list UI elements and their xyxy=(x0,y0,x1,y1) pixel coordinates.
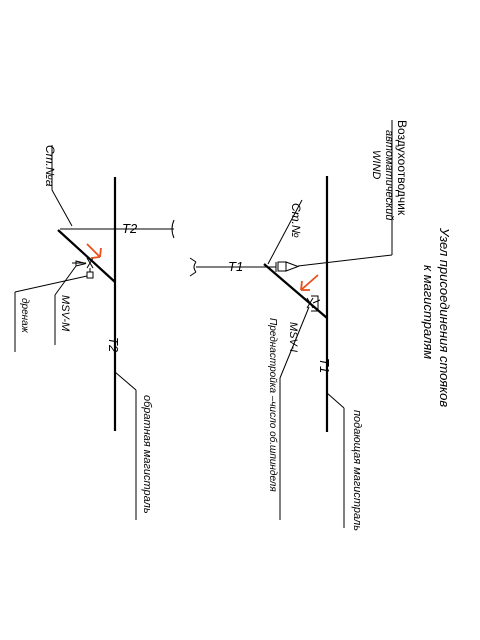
t2-main-label: Т2 xyxy=(106,337,121,353)
supply-main-leader xyxy=(326,392,345,409)
return-main-leader xyxy=(114,371,137,391)
riser-return-leader xyxy=(51,189,73,227)
return-flow-arrow xyxy=(86,243,102,259)
msv-m-valve xyxy=(72,257,94,279)
msv-i-leader xyxy=(279,306,310,379)
t1-branch-label: Т1 xyxy=(228,259,243,274)
return-riser-diagonal xyxy=(57,229,116,283)
supply-riser-diagonal xyxy=(263,263,328,319)
return-main-label: обратная магистраль xyxy=(141,395,153,514)
t2-branch-break-symbol xyxy=(171,219,175,239)
drain-label: дренаж xyxy=(19,298,30,334)
t1-branch-break-bottom xyxy=(189,271,197,277)
riser-supply-leader xyxy=(267,199,303,265)
msv-i-valve xyxy=(306,295,321,312)
riser-supply-label: Ст.№ xyxy=(289,203,303,238)
supply-main-label: подающая магистраль xyxy=(351,410,363,531)
t1-branch-break-symbol xyxy=(193,261,197,273)
air-vent-label-line3: WIND xyxy=(370,150,382,179)
riser-return-label: Ст.№а xyxy=(43,145,57,187)
msv-m-label: MSV-M xyxy=(59,295,71,332)
presetting-note: Преднастройка –число об.шпинделя xyxy=(267,318,279,492)
air-vent-label-line2: автоматический xyxy=(383,130,395,220)
title-line-2: к магистралям xyxy=(421,265,436,359)
air-vent-leader xyxy=(297,254,393,267)
air-vent-cap xyxy=(285,261,300,272)
msv-i-label: MSV-I xyxy=(287,322,299,352)
t2-branch-label: Т2 xyxy=(122,221,138,236)
t1-branch-break-top xyxy=(189,257,197,263)
t1-main-label: Т1 xyxy=(317,358,332,373)
air-vent-label-line1: Воздухоотводчик xyxy=(395,120,409,216)
title-line-1: Узел присоединения стояков xyxy=(437,227,452,407)
drain-leader xyxy=(14,275,88,293)
supply-flow-arrow xyxy=(300,274,319,291)
air-vent-body xyxy=(277,261,287,272)
